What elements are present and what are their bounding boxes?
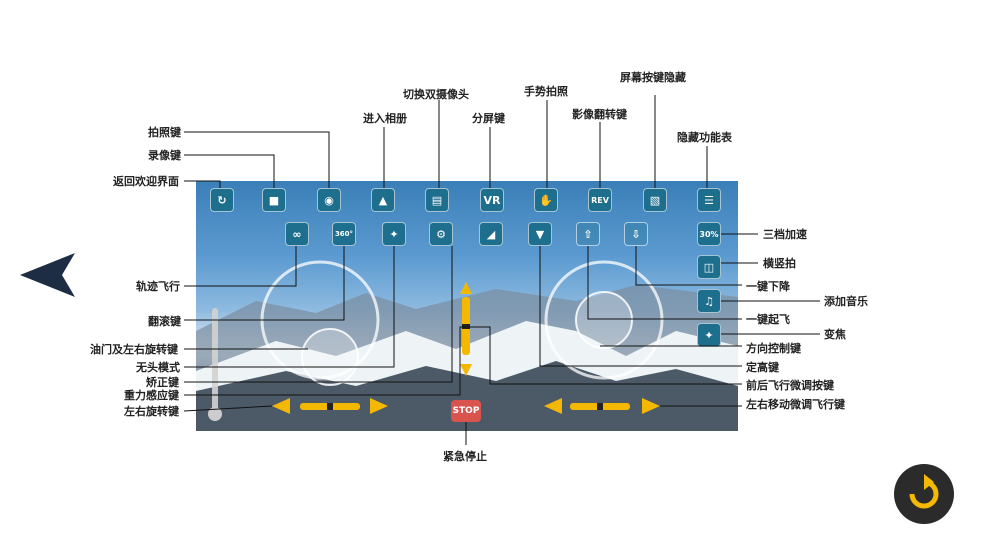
lock-icon: ▧	[649, 193, 661, 207]
altitude-icon: ▼	[535, 227, 545, 241]
rotate-icon: ◫	[703, 260, 715, 274]
label-left-right-trim-key: 左右移动微调飞行键	[746, 398, 845, 411]
label-altitude-hold-key: 定高键	[746, 361, 779, 374]
label-gesture-photo: 手势拍照	[524, 85, 568, 98]
dual-camera-icon: ▤	[431, 193, 443, 207]
flip-button[interactable]: 360°	[332, 222, 356, 246]
label-split-screen-key: 分屏键	[472, 112, 505, 125]
flip-360-icon: 360°	[334, 230, 354, 238]
label-direction-control-key: 方向控制键	[746, 342, 801, 355]
menu-icon: ☰	[704, 193, 714, 207]
takeoff-icon: ⇧	[583, 227, 593, 241]
landing-button[interactable]: ⇩	[624, 222, 648, 246]
rotate-screen-button[interactable]	[894, 464, 954, 524]
label-three-speed: 三档加速	[763, 228, 807, 241]
music-note-icon: ♫	[704, 294, 714, 308]
label-calibration-key: 矫正键	[146, 376, 179, 389]
photo-button[interactable]: ◉	[317, 188, 341, 212]
label-zoom: 变焦	[824, 328, 846, 341]
hand-icon: ✋	[539, 193, 553, 207]
takeoff-button[interactable]: ⇧	[576, 222, 600, 246]
rev-icon: REV	[591, 195, 609, 205]
orientation-button[interactable]: ◫	[697, 255, 721, 279]
emergency-stop-button[interactable]: STOP	[451, 400, 481, 422]
vr-icon: VR	[483, 193, 501, 207]
gesture-photo-button[interactable]: ✋	[534, 188, 558, 212]
app-screen	[196, 181, 738, 431]
label-image-flip-key: 影像翻转键	[572, 108, 627, 121]
gear-icon: ⚙	[436, 227, 446, 241]
image-flip-button[interactable]: REV	[588, 188, 612, 212]
landing-icon: ⇩	[631, 227, 641, 241]
label-one-key-takeoff: 一键起飞	[746, 313, 790, 326]
label-record-key: 录像键	[148, 149, 181, 162]
infinity-icon: ∞	[292, 227, 302, 241]
image-icon: ▲	[378, 193, 388, 207]
headless-button[interactable]: ✦	[382, 222, 406, 246]
label-enter-album: 进入相册	[363, 112, 407, 125]
label-add-music: 添加音乐	[824, 295, 868, 308]
wand-icon: ✦	[704, 328, 714, 342]
label-trajectory-flight: 轨迹飞行	[136, 280, 180, 293]
label-gravity-sensor-key: 重力感应键	[124, 389, 179, 402]
stop-label: STOP	[452, 406, 480, 416]
gravity-sensor-button[interactable]: ⚙	[429, 222, 453, 246]
label-photo-key: 拍照键	[148, 126, 181, 139]
calibration-button[interactable]: ◢	[479, 222, 503, 246]
video-camera-icon: ■	[268, 193, 280, 207]
music-button[interactable]: ♫	[697, 289, 721, 313]
switch-camera-button[interactable]: ▤	[425, 188, 449, 212]
trajectory-button[interactable]: ∞	[285, 222, 309, 246]
hide-menu-button[interactable]: ☰	[697, 188, 721, 212]
headless-icon: ✦	[389, 227, 399, 241]
split-screen-button[interactable]: VR	[480, 188, 504, 212]
speed-button[interactable]: 30%	[697, 222, 721, 246]
label-back-to-welcome: 返回欢迎界面	[113, 175, 179, 188]
altitude-hold-button[interactable]: ▼	[528, 222, 552, 246]
label-left-right-rotation-key: 左右旋转键	[124, 405, 179, 418]
label-throttle-rotation-key: 油门及左右旋转键	[90, 343, 178, 356]
calibrate-icon: ◢	[486, 227, 496, 241]
label-emergency-stop: 紧急停止	[443, 450, 487, 463]
mountain-background	[196, 285, 738, 431]
rotate-icon	[909, 474, 939, 509]
label-landscape-portrait: 横竖拍	[763, 257, 796, 270]
label-hide-function-table: 隐藏功能表	[677, 131, 732, 144]
back-button[interactable]: ↻	[210, 188, 234, 212]
camera-icon: ◉	[324, 193, 334, 207]
hide-buttons-button[interactable]: ▧	[643, 188, 667, 212]
back-arrow-icon[interactable]	[20, 253, 75, 297]
speed-label: 30%	[699, 229, 719, 239]
refresh-icon: ↻	[217, 193, 227, 207]
zoom-button[interactable]: ✦	[697, 323, 721, 347]
record-button[interactable]: ■	[262, 188, 286, 212]
album-button[interactable]: ▲	[371, 188, 395, 212]
label-headless-mode: 无头模式	[136, 361, 180, 374]
label-flip-key: 翻滚键	[148, 315, 181, 328]
label-switch-dual-camera: 切换双摄像头	[403, 88, 469, 101]
label-one-key-landing: 一键下降	[746, 280, 790, 293]
label-front-back-trim-key: 前后飞行微调按键	[746, 379, 834, 392]
label-hide-screen-buttons: 屏幕按键隐藏	[620, 71, 686, 84]
